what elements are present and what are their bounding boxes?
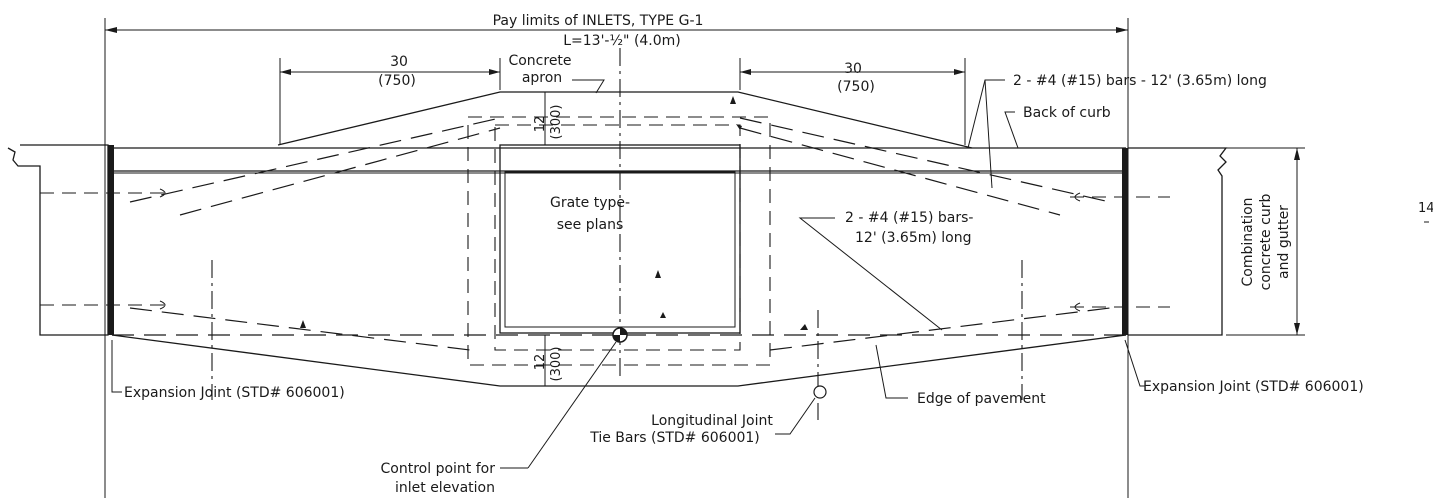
small-arrowheads (300, 96, 808, 330)
concrete-apron-label-2: apron (522, 70, 562, 86)
bars-top-callout: 2 - #4 (#15) bars - 12' (3.65m) long (967, 73, 1267, 189)
dim-right-value: 30 (844, 61, 862, 77)
grate-label-2: see plans (557, 217, 624, 233)
bars-mid-callout: 2 - #4 (#15) bars- 12' (3.65m) long (798, 210, 973, 331)
apron-taper-dimension-right: 30 (750) (739, 58, 966, 145)
long-joint-label-1: Longitudinal Joint (651, 413, 773, 429)
edge-number: 14 (1418, 201, 1433, 216)
bars-top-label: 2 - #4 (#15) bars - 12' (3.65m) long (1013, 73, 1267, 89)
curb-gutter-dimension: Combination concrete curb and gutter (1226, 147, 1305, 336)
combo-label-2: concrete curb (1258, 194, 1274, 291)
concrete-apron-callout: Concrete apron (508, 53, 605, 94)
expansion-joint-right (1122, 148, 1128, 335)
bars-mid-label-2: 12' (3.65m) long (855, 230, 972, 246)
bars-mid-label-1: 2 - #4 (#15) bars- (845, 210, 973, 226)
back-of-curb-label: Back of curb (1023, 105, 1111, 121)
inlet-length-label: L=13'-½" (4.0m) (563, 33, 681, 49)
expansion-joint-callout-left: Expansion Joint (STD# 606001) (111, 340, 345, 401)
pay-limit-dimension: Pay limits of INLETS, TYPE G-1 L=13'-½" … (104, 13, 1129, 498)
dim-right-metric: (750) (837, 79, 875, 95)
tie-bar-marks (211, 260, 1023, 420)
apron-width-dimension-top: 12 (300) (533, 92, 564, 145)
combo-label-1: Combination (1240, 197, 1256, 286)
control-point-label-1: Control point for (381, 461, 496, 477)
curb-and-gutter (7, 144, 1228, 336)
longitudinal-joint-callout: Longitudinal Joint Tie Bars (STD# 606001… (589, 397, 816, 446)
back-of-curb-callout: Back of curb (1004, 105, 1111, 149)
expansion-joint-right-label: Expansion Joint (STD# 606001) (1143, 379, 1364, 395)
apron-outline (111, 91, 1127, 387)
combo-label-3: and gutter (1276, 205, 1292, 279)
pay-limits-label: Pay limits of INLETS, TYPE G-1 (493, 13, 704, 29)
expansion-joint-left-label: Expansion Joint (STD# 606001) (124, 385, 345, 401)
apron-taper-dimension-left: 30 (750) (279, 54, 501, 145)
apron-width-dimension-bottom: 12 (300) (533, 335, 564, 386)
grate-label-1: Grate type- (550, 195, 630, 211)
grate: Grate type- see plans (499, 144, 741, 334)
dim-300-bottom: (300) (549, 347, 564, 382)
control-point-marker: Control point for inlet elevation (381, 327, 628, 496)
dim-300-top: (300) (549, 105, 564, 140)
dim-12-top: 12 (533, 116, 548, 133)
edge-of-pavement-label: Edge of pavement (917, 391, 1046, 407)
dim-left-value: 30 (390, 54, 408, 70)
control-point-label-2: inlet elevation (395, 480, 495, 496)
concrete-apron-label-1: Concrete (508, 53, 571, 69)
expansion-joint-callout-right: Expansion Joint (STD# 606001) (1124, 339, 1364, 395)
inlet-box-outline (467, 116, 771, 366)
dim-left-metric: (750) (378, 73, 416, 89)
long-joint-label-2: Tie Bars (STD# 606001) (589, 430, 760, 446)
expansion-joint-left (108, 145, 114, 335)
edge-of-pavement-callout: Edge of pavement (875, 344, 1046, 407)
dim-12-bottom: 12 (533, 354, 548, 371)
reinforcing-bars (40, 117, 1170, 351)
